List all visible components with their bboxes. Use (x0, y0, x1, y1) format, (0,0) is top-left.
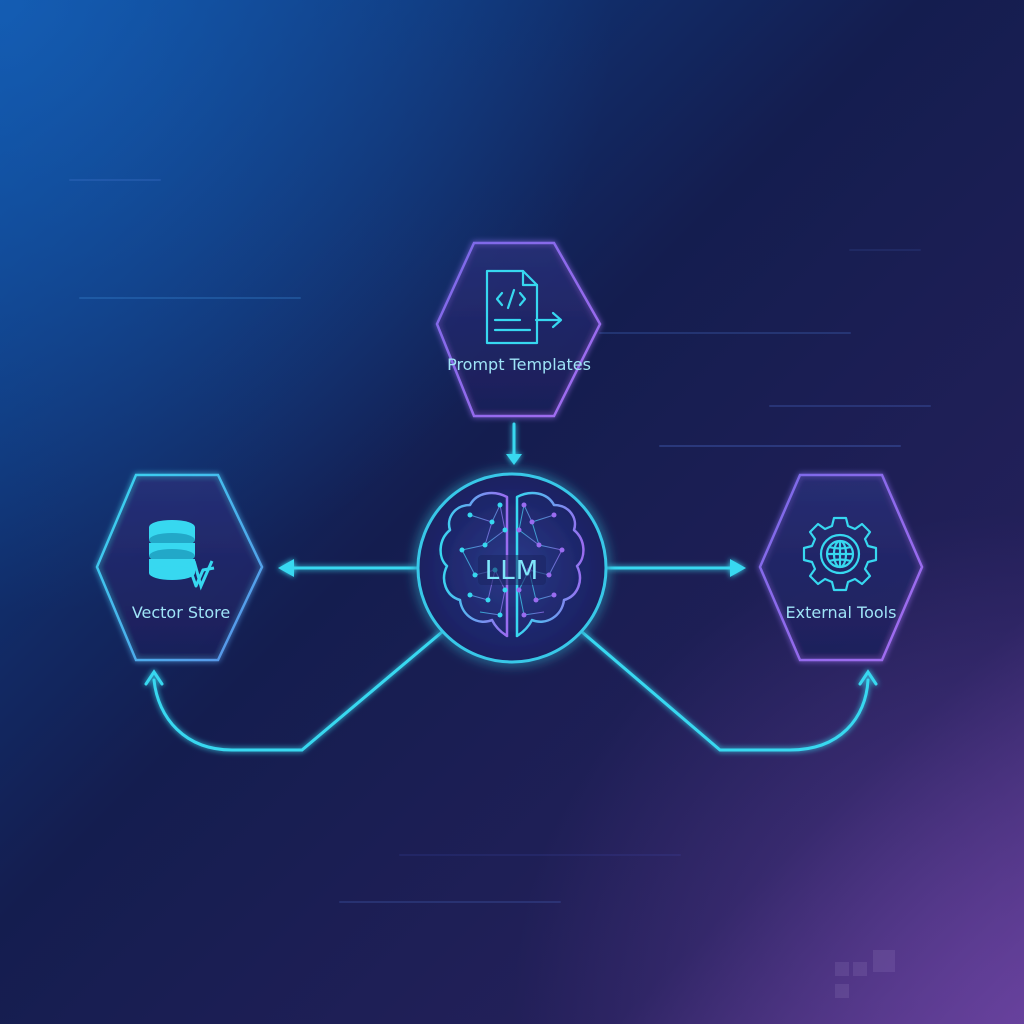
return-arrow-tools (858, 669, 878, 686)
node-prompt-templates[interactable]: Prompt Templates (435, 241, 602, 418)
vector-store-label: Vector Store (132, 603, 230, 622)
prompt-templates-label: Prompt Templates (447, 355, 591, 374)
external-tools-label: External Tools (786, 603, 897, 622)
llm-to-vector-arrowhead (278, 559, 294, 577)
code-document-icon (485, 269, 563, 345)
database-icon (149, 520, 215, 591)
return-path-vector (152, 630, 444, 752)
node-llm[interactable]: LLM (416, 472, 608, 664)
node-external-tools[interactable]: External Tools (758, 473, 924, 662)
decorative-squares (835, 950, 895, 998)
node-vector-store[interactable]: Vector Store (95, 473, 264, 662)
llm-label: LLM (485, 556, 539, 586)
return-path-tools (580, 630, 870, 752)
prompt-to-llm-arrowhead (506, 454, 522, 465)
return-arrow-vector (144, 669, 164, 686)
llm-label-backdrop (478, 555, 546, 585)
gear-globe-icon (802, 516, 878, 592)
llm-to-tools-arrowhead (730, 559, 746, 577)
background-streaks (69, 179, 931, 903)
connectors (144, 422, 878, 752)
